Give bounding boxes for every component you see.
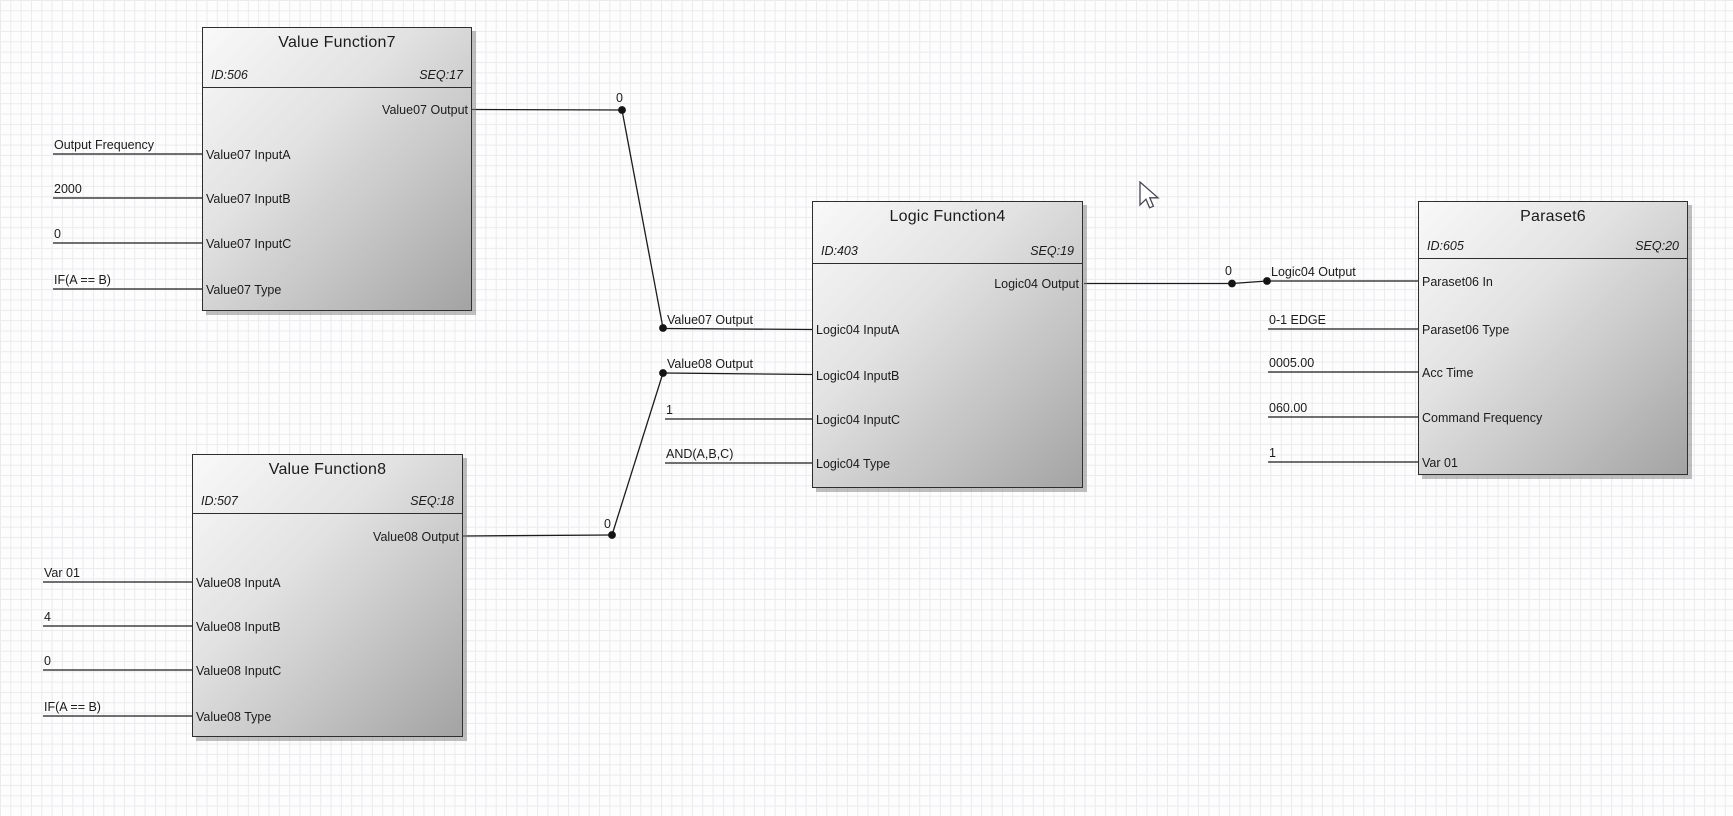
input-value-label[interactable]: 2000	[54, 182, 82, 196]
port-input-b[interactable]: Logic04 InputB	[816, 369, 900, 383]
block-paraset6[interactable]: Paraset6 ID:605 SEQ:20 Paraset06 In Para…	[1418, 201, 1688, 475]
port-input-a[interactable]: Value08 InputA	[196, 576, 281, 590]
input-value-label[interactable]: 0-1 EDGE	[1269, 313, 1326, 327]
input-value-label[interactable]: 060.00	[1269, 401, 1308, 415]
junction-dot[interactable]	[1228, 279, 1236, 288]
wire[interactable]	[462, 534, 613, 537]
wire-source-label: Value07 Output	[667, 313, 753, 327]
mouse-cursor-icon	[1139, 180, 1161, 216]
block-id: ID:605	[1427, 239, 1464, 253]
port-input-b[interactable]: Value08 InputB	[196, 620, 281, 634]
port-input-a[interactable]: Logic04 InputA	[816, 323, 900, 337]
input-value-label[interactable]: 0	[54, 227, 61, 241]
junction-dot[interactable]	[618, 106, 626, 114]
junction-dot[interactable]	[659, 324, 667, 332]
junction-tap-label: 0	[604, 517, 611, 531]
block-seq: SEQ:17	[419, 68, 463, 82]
input-value-label[interactable]: AND(A,B,C)	[666, 447, 734, 461]
block-title: Value Function8	[268, 461, 387, 478]
port-type[interactable]: Value08 Type	[196, 710, 272, 724]
block-header: Paraset6 ID:605 SEQ:20	[1419, 202, 1687, 259]
input-value-label[interactable]: Var 01	[44, 566, 80, 580]
input-value-label[interactable]: 1	[666, 403, 673, 417]
port-input-c[interactable]: Value08 InputC	[196, 664, 282, 678]
block-header: Value Function7 ID:506 SEQ:17	[203, 28, 471, 88]
block-title: Value Function7	[278, 34, 396, 51]
junction-tap-label: 0	[1225, 264, 1232, 278]
input-value-label[interactable]: Output Frequency	[54, 138, 155, 152]
port-output[interactable]: Value08 Output	[373, 530, 459, 544]
port-command-frequency[interactable]: Command Frequency	[1422, 411, 1543, 425]
block-title: Logic Function4	[889, 208, 1006, 225]
block-header: Logic Function4 ID:403 SEQ:19	[813, 202, 1082, 264]
port-type[interactable]: Paraset06 Type	[1422, 323, 1510, 337]
wire-source-label: Value08 Output	[667, 357, 753, 371]
port-acc-time[interactable]: Acc Time	[1422, 366, 1474, 380]
block-logic-function4[interactable]: Logic Function4 ID:403 SEQ:19 Logic04 Ou…	[812, 201, 1083, 488]
junction-dot[interactable]	[659, 369, 667, 377]
wire-source-label: Logic04 Output	[1271, 265, 1356, 279]
block-seq: SEQ:19	[1030, 244, 1074, 258]
block-id: ID:506	[211, 68, 248, 82]
junction-dot[interactable]	[1263, 277, 1271, 285]
junction-dot[interactable]	[608, 531, 616, 539]
wire[interactable]	[662, 372, 814, 376]
port-input-b[interactable]: Value07 InputB	[206, 192, 291, 206]
block-seq: SEQ:18	[410, 494, 454, 508]
input-value-label[interactable]: 0005.00	[1269, 356, 1315, 370]
wire[interactable]	[471, 108, 623, 111]
port-type[interactable]: Logic04 Type	[816, 457, 891, 471]
junction-tap-label: 0	[616, 91, 623, 105]
port-in[interactable]: Paraset06 In	[1422, 275, 1493, 289]
wire[interactable]	[662, 327, 814, 331]
block-header: Value Function8 ID:507 SEQ:18	[193, 455, 462, 514]
input-value-label[interactable]: 4	[44, 610, 51, 624]
block-title: Paraset6	[1520, 208, 1586, 225]
wire[interactable]	[1231, 280, 1268, 285]
input-value-label[interactable]: IF(A == B)	[54, 273, 111, 287]
wire[interactable]	[611, 372, 664, 536]
block-id: ID:507	[201, 494, 238, 508]
wire[interactable]	[621, 109, 664, 329]
port-input-c[interactable]: Value07 InputC	[206, 237, 292, 251]
block-value-function7[interactable]: Value Function7 ID:506 SEQ:17 Value07 Ou…	[202, 27, 472, 311]
input-value-label[interactable]: 1	[1269, 446, 1276, 460]
port-input-a[interactable]: Value07 InputA	[206, 148, 291, 162]
port-type[interactable]: Value07 Type	[206, 283, 282, 297]
port-output[interactable]: Value07 Output	[382, 103, 468, 117]
port-output[interactable]: Logic04 Output	[994, 277, 1079, 291]
block-seq: SEQ:20	[1635, 239, 1679, 253]
port-input-c[interactable]: Logic04 InputC	[816, 413, 901, 427]
input-value-label[interactable]: 0	[44, 654, 51, 668]
port-var01[interactable]: Var 01	[1422, 456, 1458, 470]
block-value-function8[interactable]: Value Function8 ID:507 SEQ:18 Value08 Ou…	[192, 454, 463, 737]
input-value-label[interactable]: IF(A == B)	[44, 700, 101, 714]
block-id: ID:403	[821, 244, 858, 258]
